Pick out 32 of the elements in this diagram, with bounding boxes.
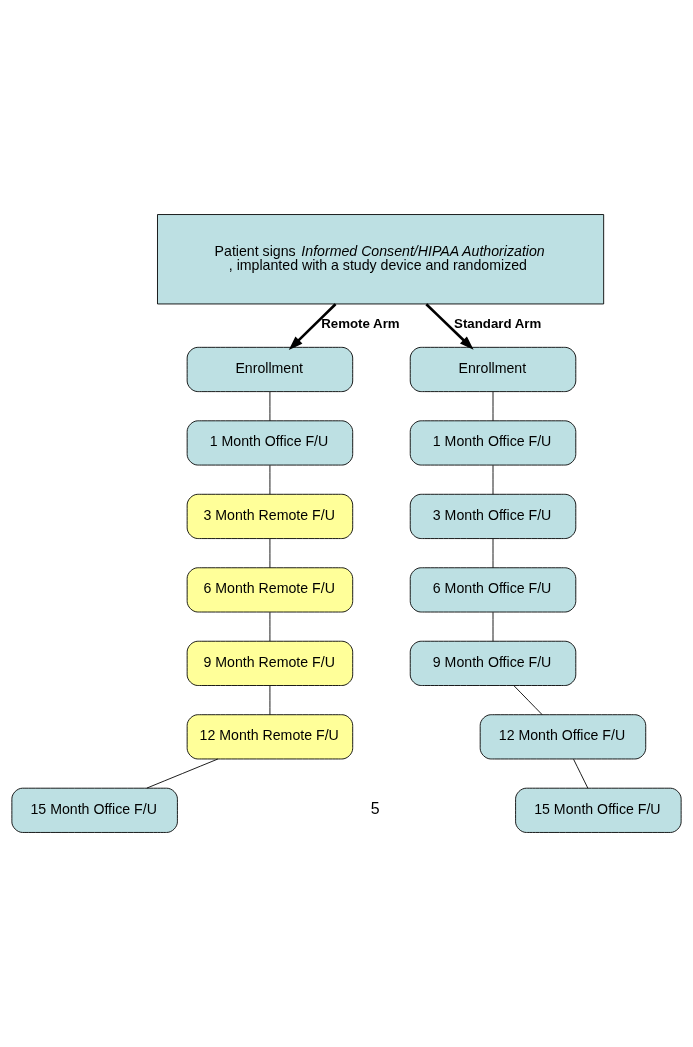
node-box: 9 Month Remote F/U <box>186 640 354 686</box>
connector <box>269 685 271 716</box>
connector <box>513 685 543 716</box>
node-box: 12 Month Remote F/U <box>186 714 354 760</box>
node-box: Enrollment <box>186 346 354 393</box>
node-box: 15 Month Office F/U <box>11 787 178 833</box>
node-box: 3 Month Remote F/U <box>186 493 354 539</box>
node-box: 12 Month Office F/U <box>479 714 647 760</box>
arrow <box>425 303 474 350</box>
label: 5 <box>370 800 380 818</box>
node-box: 1 Month Office F/U <box>409 420 577 466</box>
node-box: Enrollment <box>409 346 577 393</box>
node-box: 1 Month Office F/U <box>186 420 354 466</box>
connector <box>269 538 271 569</box>
connector <box>492 538 494 569</box>
arrow <box>288 303 337 351</box>
connector <box>146 758 219 789</box>
edge-label: Remote Arm <box>321 315 400 331</box>
node-box: 15 Month Office F/U <box>515 787 682 833</box>
connector <box>269 611 271 642</box>
node-box: 9 Month Office F/U <box>409 640 577 686</box>
connector <box>492 391 494 422</box>
connector <box>492 611 494 642</box>
node-box: 6 Month Office F/U <box>409 567 577 613</box>
node-box: Patient signs Informed Consent/HIPAA Authorization , implanted with a study device and randomized <box>157 214 605 305</box>
connector <box>492 464 494 495</box>
connector <box>573 758 589 789</box>
edge-label: Standard Arm <box>454 315 542 331</box>
connector <box>269 391 271 422</box>
node-box: 3 Month Office F/U <box>409 493 577 539</box>
connector <box>269 464 271 495</box>
node-box: 6 Month Remote F/U <box>186 567 354 613</box>
